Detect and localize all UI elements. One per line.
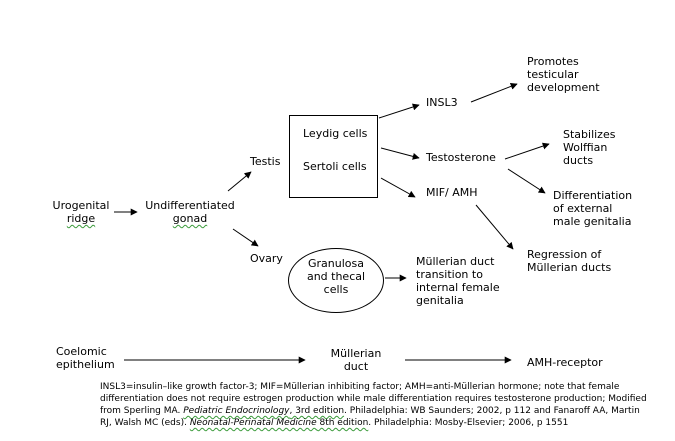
node-sertoli-cells: Sertoli cells	[303, 160, 367, 173]
node-ovary: Ovary	[250, 252, 283, 265]
arrow-box-to-mif-amh	[380, 177, 416, 198]
node-undifferentiated-gonad: Undifferentiated gonad	[145, 199, 235, 225]
node-insl3: INSL3	[426, 96, 458, 109]
arrow-insl3-to-development	[470, 83, 518, 103]
leydig-sertoli-box	[289, 115, 378, 198]
node-promotes-testicular-development: Promotes testicular development	[527, 55, 600, 94]
node-amh-receptor: AMH-receptor	[527, 356, 603, 369]
caption: INSL3=insulin–like growth factor-3; MIF=…	[100, 381, 670, 429]
caption-line-4: RJ, Walsh MC (eds). Neonatal-Perinatal M…	[100, 418, 569, 428]
arrow-testosterone-to-external	[507, 168, 546, 194]
node-granulosa-thecal-cells: Granulosa and thecal cells	[306, 257, 366, 296]
node-stabilizes-wolffian-ducts: Stabilizes Wolffian ducts	[563, 128, 616, 167]
node-leydig-cells: Leydig cells	[303, 127, 368, 140]
node-coelomic-epithelium: Coelomic epithelium	[56, 345, 115, 371]
node-testosterone: Testosterone	[426, 151, 496, 164]
node-testis: Testis	[250, 155, 281, 168]
node-regression-mullerian-ducts: Regression of Müllerian ducts	[527, 248, 612, 274]
caption-title-neonatal-perinatal-medicine: Neonatal-Perinatal Medicine	[189, 418, 317, 428]
node-urogenital-ridge: Urogenital ridge	[52, 199, 110, 225]
caption-line-1: INSL3=insulin–like growth factor-3; MIF=…	[100, 382, 620, 392]
node-differentiation-external-male-genitalia: Differentiation of external male genital…	[553, 189, 633, 228]
node-mullerian-duct-transition: Müllerian duct transition to internal fe…	[416, 255, 500, 307]
granulosa-thecal-ellipse	[288, 248, 384, 313]
arrow-gonad-to-testis	[227, 171, 252, 192]
caption-line-2: differentiation does not require estroge…	[100, 394, 647, 404]
node-mif-amh: MIF/ AMH	[426, 186, 478, 199]
arrow-box-to-insl3	[378, 103, 420, 119]
node-mullerian-duct: Müllerian duct	[330, 347, 382, 373]
arrow-gonad-to-ovary	[232, 228, 259, 247]
arrow-box-to-testosterone	[380, 147, 420, 160]
caption-line-3: from Sperling MA. Pediatric Endocrinolog…	[100, 406, 640, 416]
arrow-mif-to-regression	[475, 204, 514, 250]
arrow-testosterone-to-wolffian	[504, 142, 550, 160]
caption-title-pediatric-endocrinology: Pediatric Endocrinology	[183, 406, 290, 416]
